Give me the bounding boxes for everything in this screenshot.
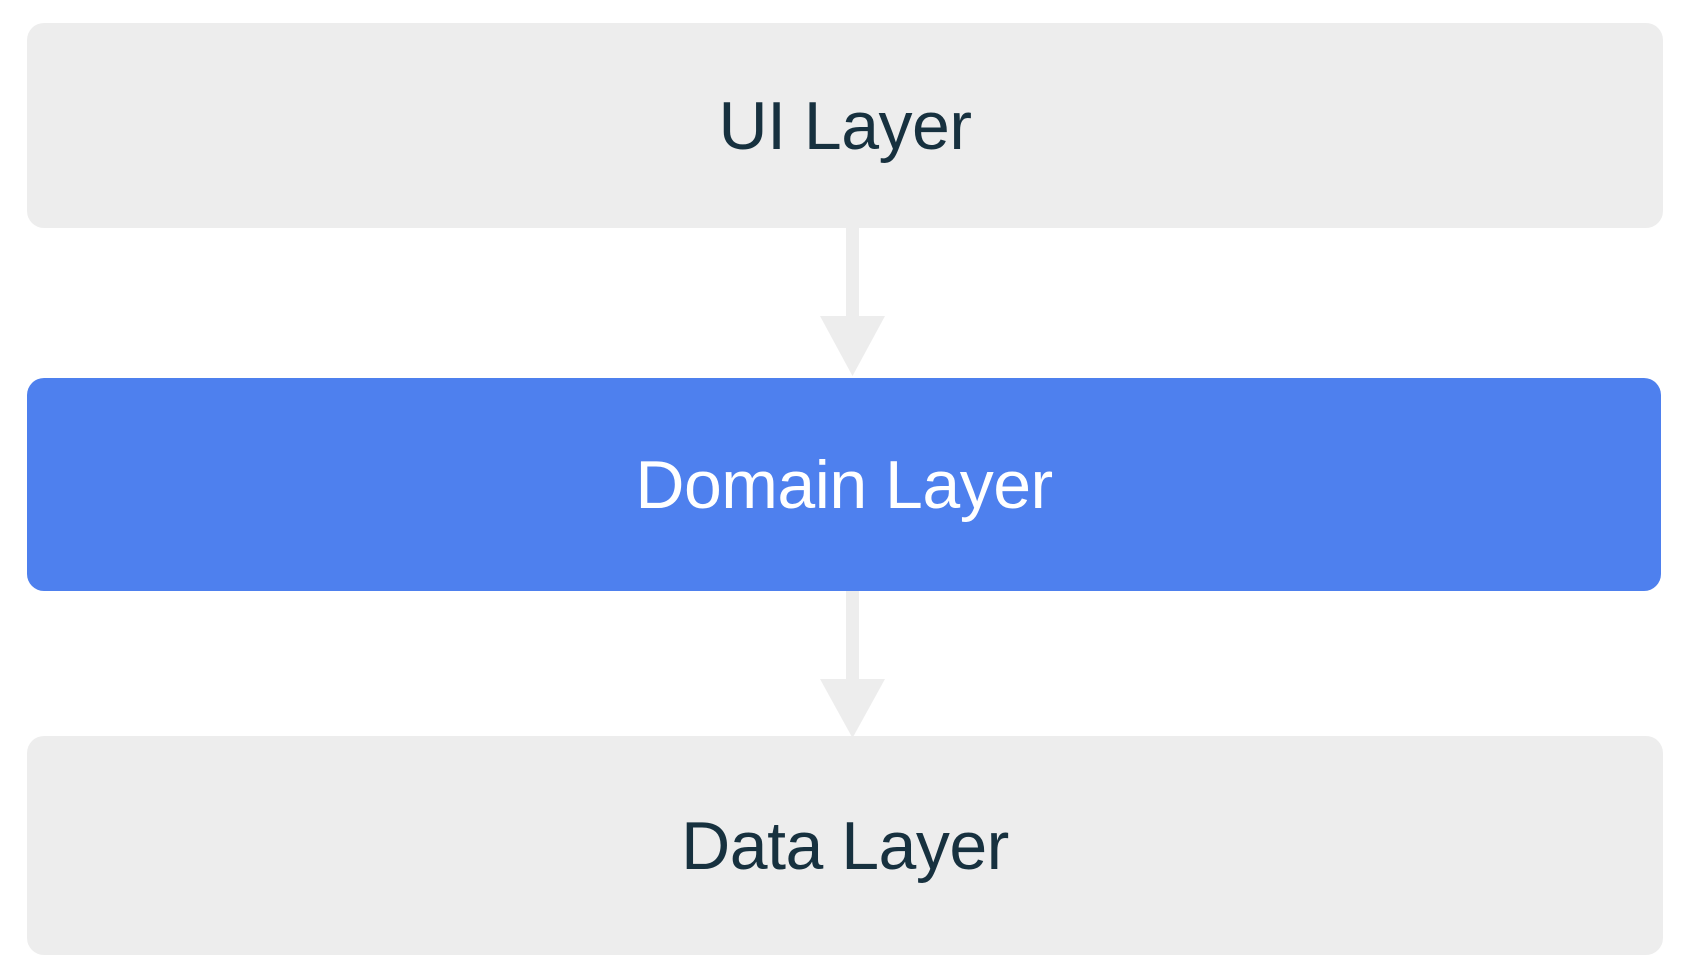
node-domain-layer-label: Domain Layer — [635, 446, 1053, 523]
node-data-layer[interactable]: Data Layer — [27, 736, 1663, 955]
node-data-layer-label: Data Layer — [681, 807, 1009, 884]
arrow-ui-to-domain-glyph — [820, 228, 885, 376]
node-domain-layer[interactable]: Domain Layer — [27, 378, 1661, 591]
arrow-domain-to-data-glyph — [820, 591, 885, 738]
node-ui-layer-label: UI Layer — [718, 87, 973, 164]
node-ui-layer[interactable]: UI Layer — [27, 23, 1663, 228]
